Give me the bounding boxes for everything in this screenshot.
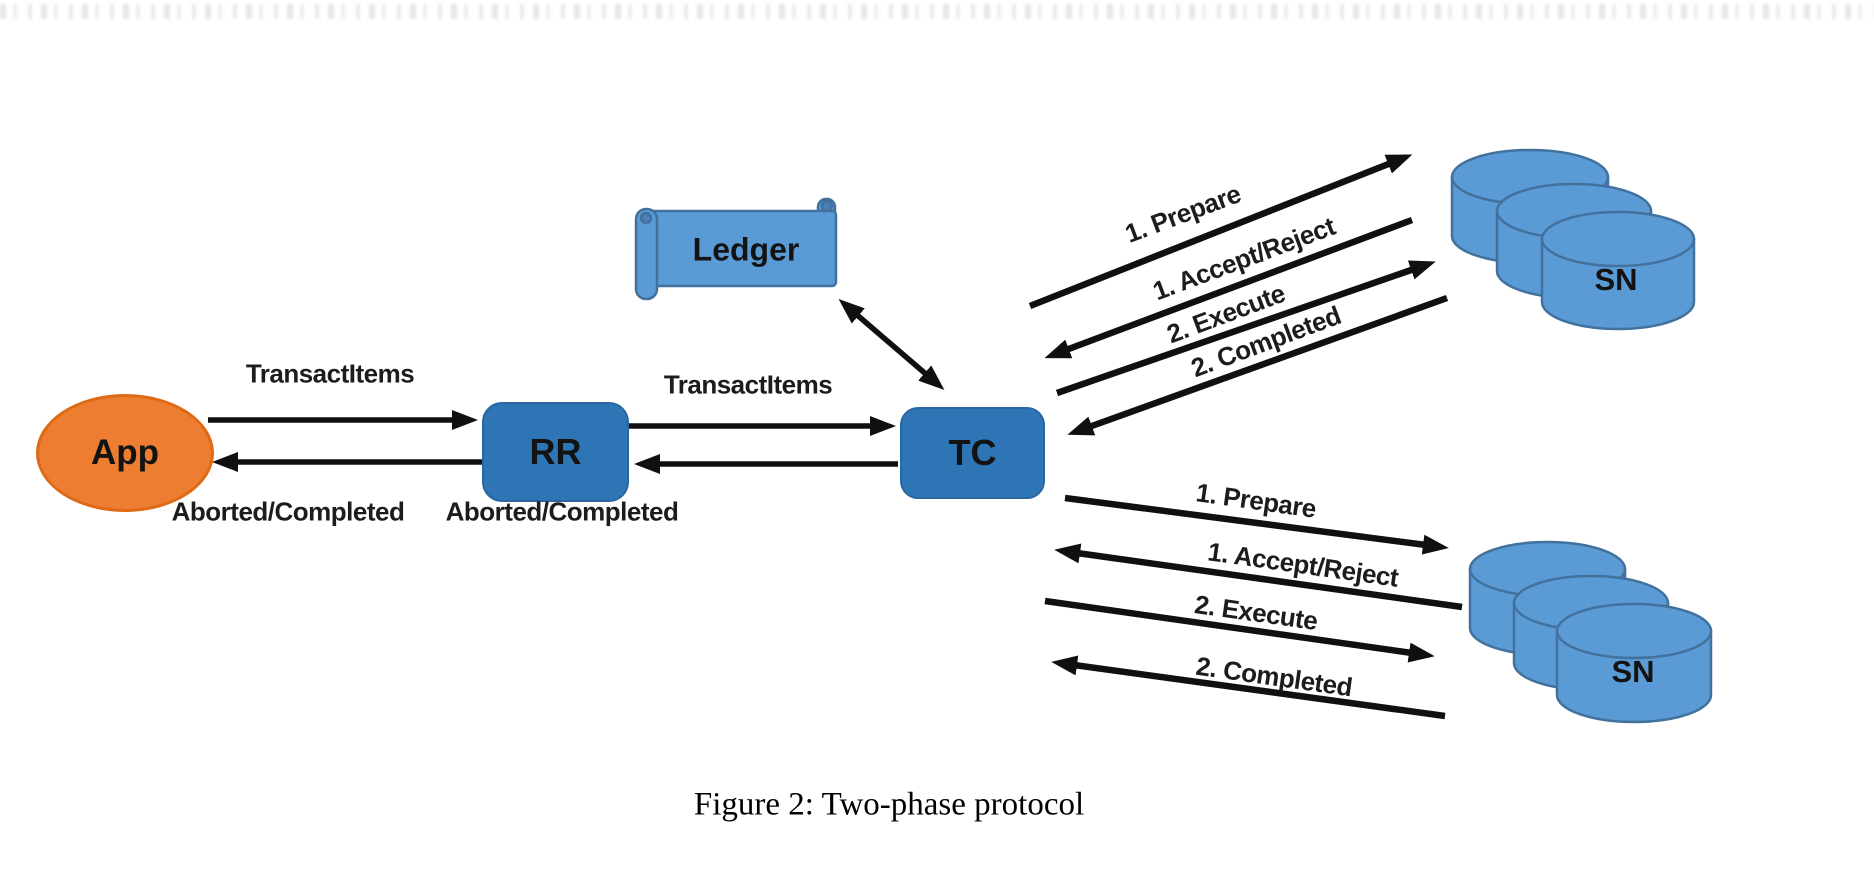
node-app-label: App	[90, 433, 160, 472]
sn-lower-label: SN	[1611, 654, 1655, 689]
arrow-sn-upper-to-tc-completed	[1067, 294, 1449, 436]
ledger-scroll-shape	[634, 197, 838, 301]
edge-label-rr-to-app: Aborted/Completed	[171, 496, 405, 527]
node-transaction-coordinator: TC	[900, 407, 1045, 499]
node-tc-label: TC	[948, 432, 997, 473]
arrow-sn-lower-to-tc-accept-reject	[1054, 543, 1463, 611]
arrow-sn-upper-to-tc-accept-reject	[1044, 216, 1414, 359]
ledger-left-roll	[634, 207, 659, 301]
node-request-router: RR	[482, 402, 629, 502]
cylinder-front	[1540, 210, 1696, 331]
figure-caption: Figure 2: Two-phase protocol	[693, 786, 1085, 823]
node-app: App	[36, 394, 214, 512]
ledger-left-roll-shade	[639, 211, 653, 225]
sn-lower-cylinder-stack	[1468, 540, 1713, 724]
arrow-tc-ledger-bidirectional	[838, 299, 945, 390]
sn-upper-cylinder-stack	[1450, 148, 1696, 331]
arrow-tc-to-sn-lower-prepare	[1064, 494, 1449, 555]
edge-label-tc-to-rr: Aborted/Completed	[445, 496, 679, 527]
ledger-top-roll-shade	[820, 199, 834, 213]
sn-upper-label: SN	[1594, 262, 1638, 297]
arrow-sn-lower-to-tc-completed	[1051, 655, 1446, 720]
cropped-text-artifact	[0, 4, 1874, 19]
arrow-tc-to-sn-upper-prepare	[1028, 154, 1413, 310]
node-rr-label: RR	[529, 431, 582, 472]
arrow-tc-to-sn-lower-execute	[1044, 597, 1435, 663]
ledger-label: Ledger	[692, 231, 800, 268]
cylinder-front	[1555, 602, 1713, 724]
edge-label-rr-to-tc: TransactItems	[663, 369, 833, 400]
arrows-layer	[208, 154, 1463, 720]
arrow-tc-to-sn-upper-execute	[1055, 260, 1436, 397]
edge-label-app-to-rr: TransactItems	[245, 358, 415, 389]
